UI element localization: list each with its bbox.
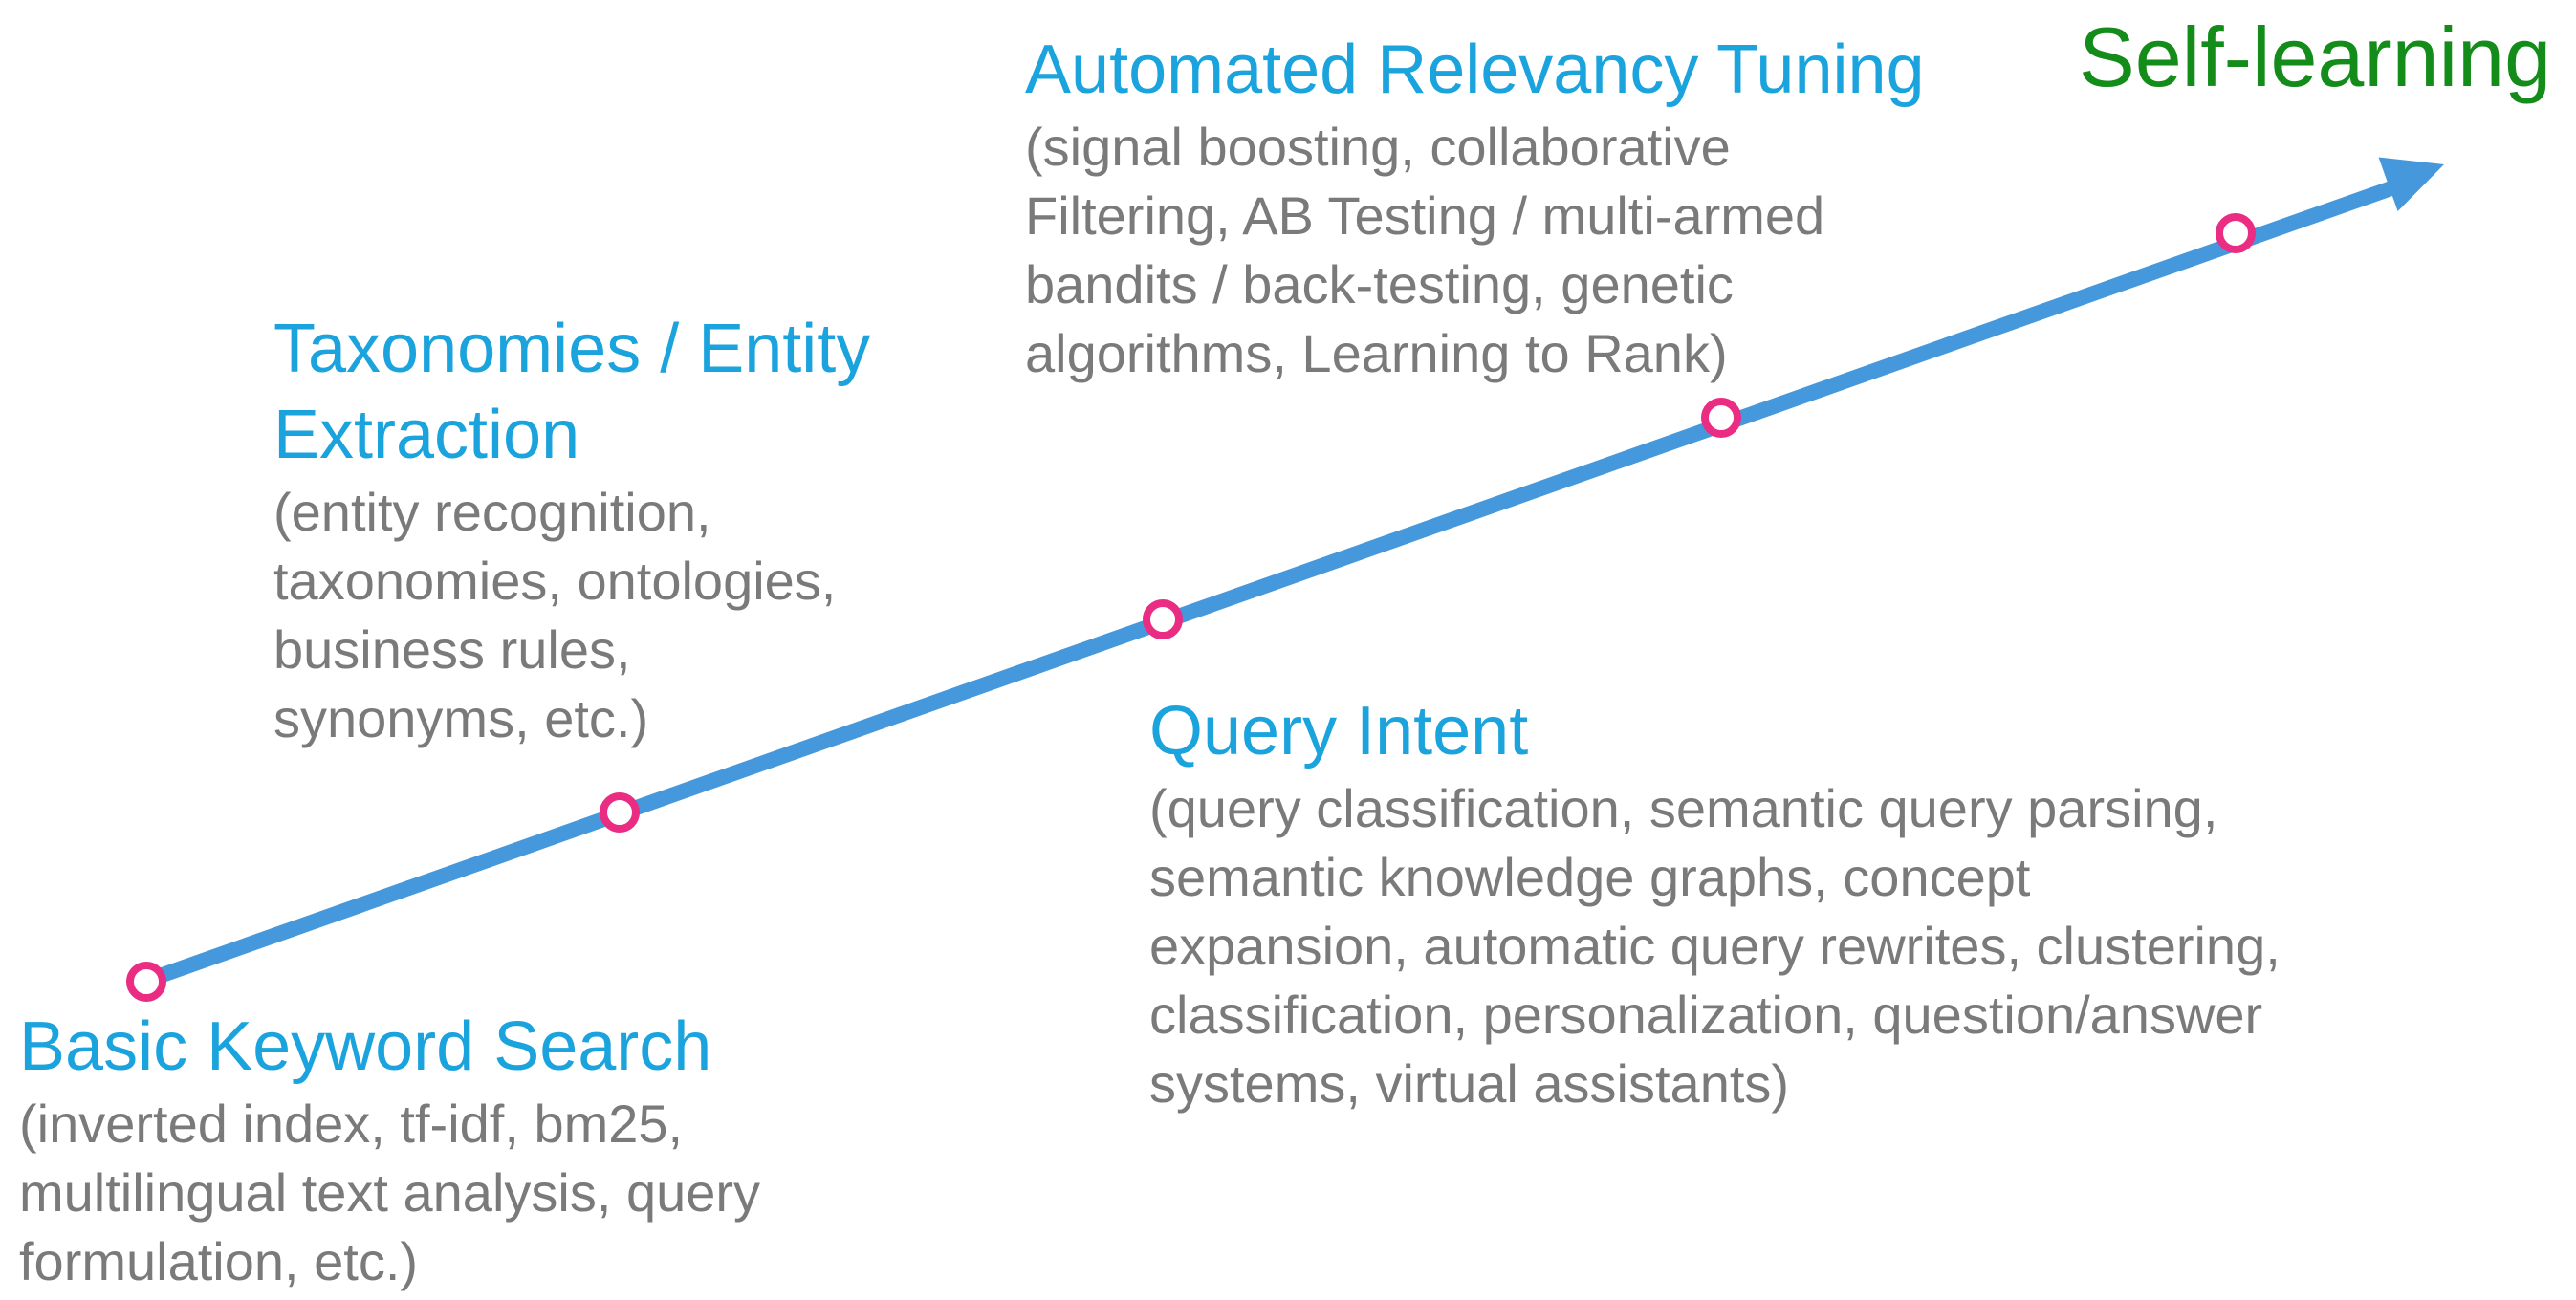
stage-description: (query classification, semantic query pa… [1149,774,2281,1118]
stage-title-line: Automated Relevancy Tuning [1025,32,1925,108]
stage-description-line: taxonomies, ontologies, [273,551,837,611]
stage-description: (entity recognition, taxonomies, ontolog… [273,478,870,753]
milestone-marker [2216,213,2256,253]
progression-arrow-line [141,176,2408,989]
stage-description-line: (query classification, semantic query pa… [1149,778,2218,838]
stage-automated-relevancy-tuning: Automated Relevancy Tuning (signal boost… [1025,27,1925,388]
stage-description-line: (signal boosting, collaborative [1025,117,1731,177]
milestone-marker [1143,599,1183,639]
milestone-marker [126,962,166,1002]
stage-title: Basic Keyword Search [19,1004,760,1090]
stage-description-line: expansion, automatic query rewrites, clu… [1149,916,2281,976]
stage-title: Automated Relevancy Tuning [1025,27,1925,113]
stage-description-line: synonyms, etc.) [273,688,649,748]
stage-description: (inverted index, tf-idf, bm25, multiling… [19,1090,760,1296]
stage-description-line: bandits / back-testing, genetic [1025,254,1734,314]
milestone-group [126,213,2256,1002]
milestone-marker [1701,398,1741,438]
stage-description-line: semantic knowledge graphs, concept [1149,847,2031,907]
stage-title: Query Intent [1149,688,2281,774]
stage-query-intent: Query Intent (query classification, sema… [1149,688,2281,1118]
stage-description-line: (entity recognition, [273,482,711,542]
stage-taxonomies-entity-extraction: Taxonomies / Entity Extraction (entity r… [273,306,870,753]
stage-description-line: business rules, [273,619,631,680]
stage-title-line: Taxonomies / Entity [273,311,871,387]
stage-description-line: multilingual text analysis, query [19,1162,761,1223]
stage-title: Taxonomies / Entity Extraction [273,306,870,478]
stage-title-line: Basic Keyword Search [19,1008,712,1085]
stage-description-line: formulation, etc.) [19,1231,419,1291]
stage-description-line: Filtering, AB Testing / multi-armed [1025,185,1825,246]
stage-description-line: algorithms, Learning to Rank) [1025,323,1728,383]
goal-label: Self-learning [2079,10,2552,104]
stage-basic-keyword-search: Basic Keyword Search (inverted index, tf… [19,1004,760,1296]
stage-description-line: (inverted index, tf-idf, bm25, [19,1094,684,1154]
stage-description: (signal boosting, collaborative Filterin… [1025,113,1925,388]
stage-description-line: classification, personalization, questio… [1149,985,2263,1045]
milestone-marker [600,792,640,833]
progression-arrow-head [2378,157,2444,212]
stage-title-line: Query Intent [1149,693,1529,769]
stage-title-line: Extraction [273,397,580,473]
stage-description-line: systems, virtual assistants) [1149,1053,1790,1114]
